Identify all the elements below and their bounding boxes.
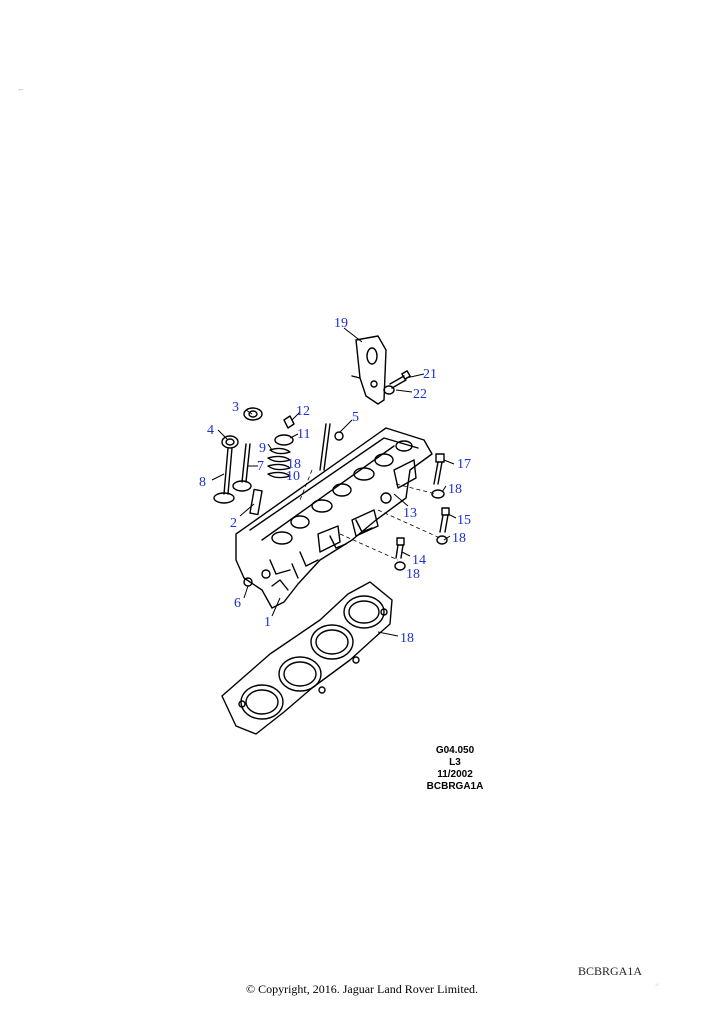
- callout-21: 21: [423, 367, 437, 382]
- ref-line-1: G04.050: [435, 745, 475, 756]
- bolt-14: [394, 537, 406, 571]
- ref-line-4: BCBRGA1A: [426, 781, 484, 792]
- spring-cap-11: [274, 434, 294, 446]
- callout-11: 11: [297, 427, 310, 442]
- callout-15: 15: [457, 513, 471, 528]
- copyright-notice: © Copyright, 2016. Jaguar Land Rover Lim…: [245, 982, 479, 996]
- callout-10: 10: [286, 469, 300, 484]
- head-gasket-19: [221, 581, 393, 735]
- callout-18-a: 18: [287, 457, 301, 472]
- callout-7: 7: [257, 459, 264, 474]
- dashed-assembly-lines: [299, 469, 441, 561]
- callout-22: 22: [413, 387, 427, 402]
- callout-2: 2: [230, 516, 237, 531]
- callout-1: 1: [264, 615, 271, 630]
- valve-spring-10: [267, 447, 291, 479]
- valve-guide-2: [249, 488, 263, 516]
- stud-5: [319, 423, 344, 471]
- cylinder-head-1: [235, 427, 433, 609]
- callout-20: 19: [334, 316, 348, 331]
- callout-18-d: 18: [406, 567, 420, 582]
- ref-line-3: 11/2002: [437, 769, 473, 780]
- valve-seat-4: [221, 435, 239, 449]
- callout-17: 17: [457, 457, 471, 472]
- washer-22: [383, 385, 395, 395]
- intake-valve: [232, 443, 252, 492]
- callout-9: 9: [259, 441, 266, 456]
- bolt-21: [389, 370, 411, 389]
- callout-3: 3: [232, 400, 239, 415]
- valve-seal-3: [243, 407, 263, 421]
- corner-mark-top-left: ⌐: [18, 86, 24, 94]
- callout-19: 18: [400, 631, 414, 646]
- bolt-15: [436, 507, 450, 545]
- illustration-code: BCBRGA1A: [578, 964, 643, 978]
- leader-lines: [211, 327, 457, 637]
- callout-4: 4: [207, 423, 214, 438]
- callout-6: 6: [234, 596, 241, 611]
- callout-labels: 19 21 22 3 12 5 4 11 9 18 7 17 10 8 18 1…: [199, 316, 471, 646]
- ref-line-2: L3: [449, 757, 461, 768]
- callout-14: 14: [412, 553, 426, 568]
- corner-mark-bottom-right: ⌟: [655, 979, 659, 987]
- callout-12: 12: [296, 404, 310, 419]
- bolt-17: [431, 453, 445, 499]
- callout-18-c: 18: [452, 531, 466, 546]
- callout-18-b: 18: [448, 482, 462, 497]
- callout-13: 13: [403, 506, 417, 521]
- callout-8: 8: [199, 475, 206, 490]
- callout-5: 5: [352, 410, 359, 425]
- lifting-bracket-20: [351, 335, 387, 405]
- collets-12: [283, 415, 295, 429]
- exhaust-valve-8: [213, 447, 235, 504]
